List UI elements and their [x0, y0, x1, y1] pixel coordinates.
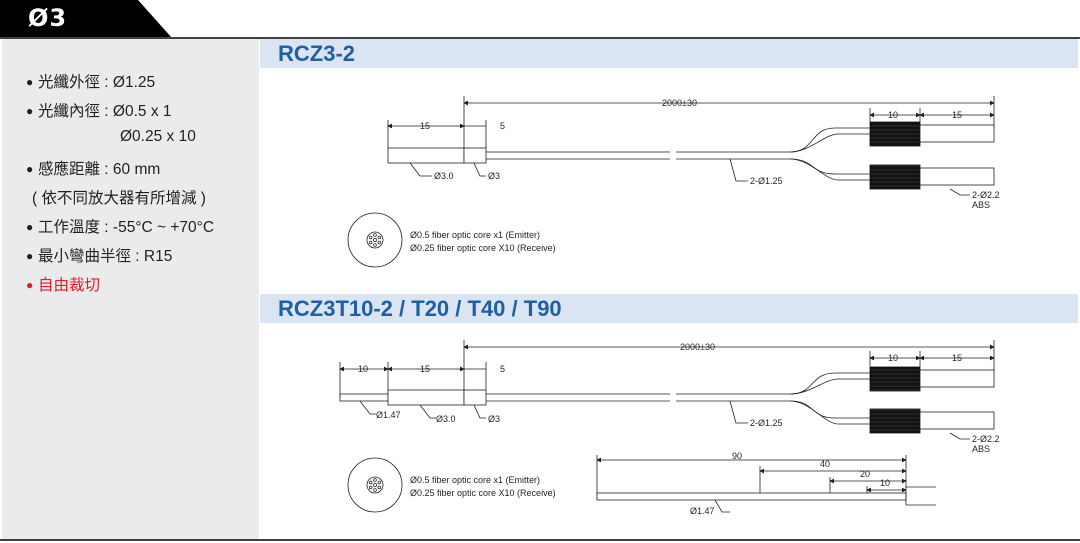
- s2-tube-dim-20: 20: [860, 469, 870, 479]
- s1-label-ferrule: Ø3: [488, 171, 500, 181]
- drawing-rcz3-2: [347, 96, 995, 268]
- spec-bend-radius: ●最小彎曲半徑 : R15: [26, 248, 173, 265]
- s2-dim-10b: 10: [888, 353, 898, 363]
- s1-dim-total: 2000±30: [662, 98, 697, 108]
- s1-dim-10: 10: [888, 110, 898, 120]
- spec-temperature: ●工作溫度 : -55°C ~ +70°C: [26, 219, 215, 236]
- s2-label-ferrule: Ø3: [488, 414, 500, 424]
- s2-core-note-1: Ø0.5 fiber optic core x1 (Emitter): [410, 475, 540, 485]
- spec-outer-diameter: ●光纖外徑 : Ø1.25: [26, 74, 156, 91]
- s1-label-fiber: 2-Ø1.25: [750, 176, 783, 186]
- s2-label-fiber: 2-Ø1.25: [750, 418, 783, 428]
- s2-tube-needle: Ø1.47: [690, 506, 715, 516]
- drawing-rcz3t: [339, 340, 995, 513]
- s2-tube-dim-40: 40: [820, 459, 830, 469]
- s1-core-note-1: Ø0.5 fiber optic core x1 (Emitter): [410, 230, 540, 240]
- s1-dim-15b: 15: [952, 110, 962, 120]
- s2-dim-10: 10: [358, 364, 368, 374]
- s1-core-note-2: Ø0.25 fiber optic core X10 (Receive): [410, 243, 556, 253]
- s2-dim-total: 2000±30: [680, 342, 715, 352]
- s2-label-abs: ABS: [972, 444, 990, 454]
- tab-label: Ø3: [28, 4, 68, 32]
- s1-dim-5: 5: [500, 121, 505, 131]
- s1-label-plug: 2-Ø2.2: [972, 190, 1000, 200]
- s2-dim-15b: 15: [952, 353, 962, 363]
- spec-sensing-distance: ●感應距離 : 60 mm: [26, 161, 161, 178]
- core-dots-2: [368, 478, 382, 492]
- s2-core-note-2: Ø0.25 fiber optic core X10 (Receive): [410, 488, 556, 498]
- s1-label-tip: Ø3.0: [434, 171, 454, 181]
- top-divider: [0, 37, 1080, 39]
- s2-label-tip: Ø3.0: [436, 414, 456, 424]
- spec-inner-diameter-2: Ø0.25 x 10: [120, 128, 196, 145]
- spec-free-cut: ●自由裁切: [26, 277, 101, 294]
- spec-panel: [2, 39, 259, 539]
- section-title-rcz3t: RCZ3T10-2 / T20 / T40 / T90: [260, 294, 1078, 323]
- s1-label-abs: ABS: [972, 200, 990, 210]
- core-dots-1: [368, 233, 382, 247]
- technical-drawings: 2000±30 15 5 10 15 Ø3.0 Ø3 2-Ø1.25 2-Ø2.…: [339, 96, 1000, 516]
- spec-sensing-note: ( 依不同放大器有所增減 ): [32, 190, 206, 207]
- spec-inner-diameter: ●光纖內徑 : Ø0.5 x 1: [26, 103, 172, 120]
- s2-tube-dim-10: 10: [880, 478, 890, 488]
- s2-dim-15: 15: [420, 364, 430, 374]
- s1-dim-15: 15: [420, 121, 430, 131]
- s2-dim-5: 5: [500, 364, 505, 374]
- section-tab: Ø3: [0, 0, 172, 38]
- s2-label-needle: Ø1.47: [376, 410, 401, 420]
- s2-tube-dim-90: 90: [732, 451, 742, 461]
- s2-label-plug: 2-Ø2.2: [972, 434, 1000, 444]
- bottom-divider: [0, 539, 1080, 541]
- section-title-rcz3-2: RCZ3-2: [260, 39, 1078, 68]
- tab-shape: [0, 0, 172, 38]
